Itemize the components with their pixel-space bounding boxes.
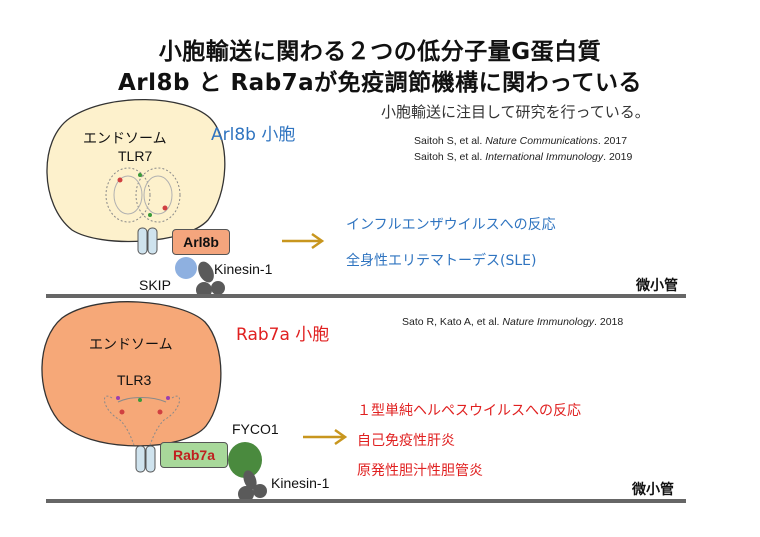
bottom-outcome-1: １型単純ヘルペスウイルスへの反応 <box>357 403 581 419</box>
tlr3-molecule <box>104 395 180 446</box>
title-line-1: 小胞輸送に関わる２つの低分子量G蛋白質 <box>158 39 602 65</box>
top-endosome-shape <box>46 98 226 243</box>
skip-shape <box>175 257 197 279</box>
fyco1-label: FYCO1 <box>232 421 279 437</box>
fyco1-shape <box>228 442 262 478</box>
top-rail-label: 微小管 <box>636 278 678 294</box>
bottom-arrow <box>303 428 348 446</box>
top-microtubule-rail <box>46 294 686 298</box>
top-panel-heading: Arl8b 小胞 <box>211 125 296 145</box>
top-citation-1: Saitoh S, et al. Nature Communications. … <box>414 135 628 147</box>
bottom-endosome-label: エンドソーム <box>89 337 173 353</box>
tlr7-molecule <box>105 167 181 223</box>
top-outcome-2: 全身性エリテマトーデス(SLE) <box>346 253 537 269</box>
research-focus-note: 小胞輸送に注目して研究を行っている。 <box>381 103 650 121</box>
top-citation-2: Saitoh S, et al. International Immunolog… <box>414 151 633 163</box>
tlr3-label: TLR3 <box>117 372 152 388</box>
bottom-microtubule-rail <box>46 499 686 503</box>
tlr7-label: TLR7 <box>118 148 153 164</box>
top-arrow <box>282 232 325 250</box>
top-endosome-label: エンドソーム <box>83 131 167 147</box>
kinesin-bottom-shape <box>238 470 267 502</box>
kinesin-top-label: Kinesin-1 <box>214 261 273 277</box>
bottom-outcome-3: 原発性胆汁性胆管炎 <box>357 463 483 479</box>
bottom-outcome-2: 自己免疫性肝炎 <box>357 433 455 449</box>
bottom-rail-label: 微小管 <box>632 482 674 498</box>
bottom-citation-1: Sato R, Kato A, et al. Nature Immunology… <box>402 316 624 328</box>
arl8b-box: Arl8b <box>172 229 230 255</box>
title-line-2: Arl8b と Rab7aが免疫調節機構に関わっている <box>117 70 643 96</box>
top-outcome-1: インフルエンザウイルスへの反応 <box>346 217 556 233</box>
kinesin-bottom-label: Kinesin-1 <box>271 475 330 491</box>
bottom-panel-heading: Rab7a 小胞 <box>236 325 330 345</box>
rab7a-box: Rab7a <box>160 442 228 468</box>
skip-label: SKIP <box>139 277 171 293</box>
